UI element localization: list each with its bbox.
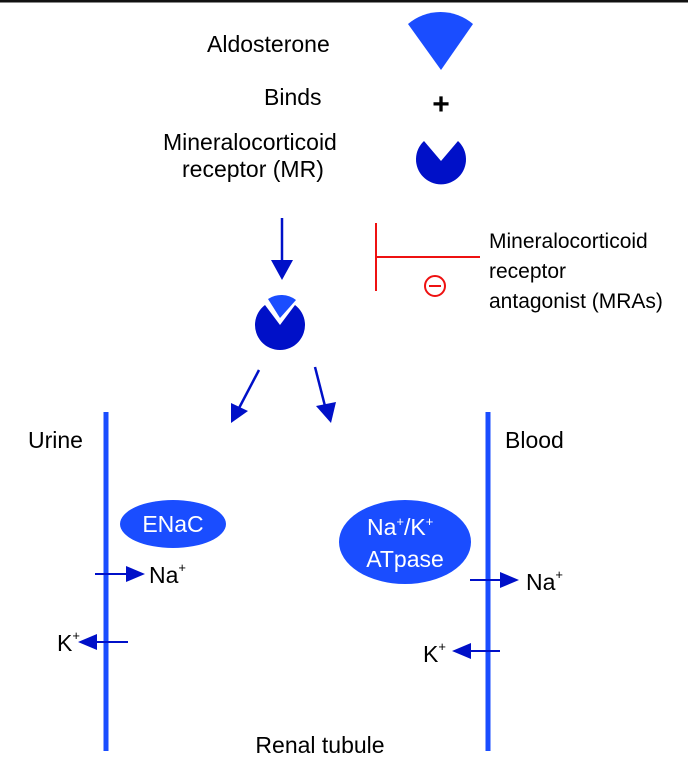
k-label-left: K+ [57,628,80,656]
blood-label: Blood [505,427,564,453]
mineralocorticoid-receptor-icon [416,141,466,185]
mra-label-line2: receptor [489,260,566,283]
k-label-right: K+ [423,639,446,667]
na-label-left: Na+ [149,560,186,588]
aldosterone-label: Aldosterone [207,31,330,57]
arrow-head-left-icon [78,634,97,650]
urine-label: Urine [28,427,83,453]
mra-label-line1: Mineralocorticoid [489,230,648,253]
minus-circle-icon [424,275,446,297]
enac-label: ENaC [142,511,203,537]
plus-sign: + [432,88,450,121]
top-border [0,0,688,3]
arrow-to-pump [313,366,328,411]
arrow-head-right-down-icon [316,402,336,423]
arrow-head-left-icon [452,643,471,659]
bound-aldosterone-icon [268,294,296,318]
pump-label-line1: Na+/K+ [367,514,433,540]
arrow-head-left-down-icon [231,403,248,423]
mr-label-line2: receptor (MR) [182,156,324,182]
enac-channel [120,500,226,548]
mra-label-line3: antagonist (MRAs) [489,290,663,313]
bound-receptor-icon [255,305,305,351]
arrow-head-right-icon [500,572,519,588]
mr-label-line1: Mineralocorticoid [163,129,337,155]
arrow-head-right-icon [126,566,145,582]
arrow-head-down-icon [271,260,293,280]
na-label-right: Na+ [526,567,563,595]
pump-label-line2: ATpase [366,546,444,572]
arrow-to-enac [236,369,261,411]
na-k-atpase-pump [339,500,471,584]
aldosterone-wedge-icon [408,11,473,70]
binds-label: Binds [264,84,322,110]
renal-tubule-label: Renal tubule [255,732,384,757]
